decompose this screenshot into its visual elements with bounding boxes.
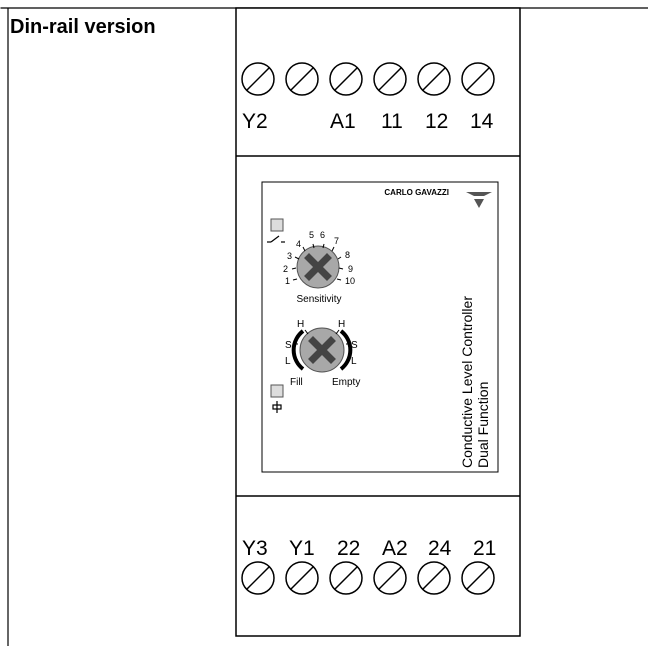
empty-label: Empty bbox=[332, 377, 360, 388]
screw-terminal-icon bbox=[461, 561, 495, 595]
function-knob[interactable] bbox=[291, 327, 353, 373]
right-label-h: H bbox=[338, 319, 345, 330]
supply-led bbox=[270, 384, 284, 398]
screw-terminal-icon bbox=[285, 561, 319, 595]
terminal-label-a1: A1 bbox=[330, 110, 356, 133]
carlo-gavazzi-logo-icon bbox=[466, 192, 492, 208]
screw-terminal-icon bbox=[285, 62, 319, 96]
screw-terminal-icon bbox=[373, 561, 407, 595]
terminal-label-21: 21 bbox=[473, 537, 496, 560]
scale-3: 3 bbox=[287, 251, 292, 261]
relay-contact-icon bbox=[267, 235, 285, 243]
left-label-h: H bbox=[297, 319, 304, 330]
terminal-label-14: 14 bbox=[470, 110, 494, 133]
scale-10: 10 bbox=[345, 276, 355, 286]
sensitivity-label: Sensitivity bbox=[296, 294, 341, 305]
screw-terminal-icon bbox=[329, 62, 363, 96]
top-terminal-labels: Y2 A1 11 12 14 bbox=[242, 110, 494, 133]
terminal-label-y3: Y3 bbox=[242, 537, 268, 560]
function-knob-labels: H S L H S L Fill Empty bbox=[285, 319, 360, 388]
bottom-terminal-labels: Y3 Y1 22 A2 24 21 bbox=[242, 537, 496, 560]
product-name-line1: Conductive Level Controller bbox=[459, 296, 475, 468]
screw-terminal-icon bbox=[241, 62, 275, 96]
left-label-s: S bbox=[285, 340, 292, 351]
brand-label: CARLO GAVAZZI bbox=[384, 188, 449, 197]
screw-terminal-icon bbox=[417, 561, 451, 595]
scale-4: 4 bbox=[296, 239, 301, 249]
scale-2: 2 bbox=[283, 264, 288, 274]
screw-terminal-icon bbox=[241, 561, 275, 595]
relay-led bbox=[270, 218, 284, 232]
terminal-label-22: 22 bbox=[337, 537, 360, 560]
left-label-l: L bbox=[285, 356, 291, 367]
sensitivity-knob[interactable] bbox=[296, 245, 340, 289]
scale-7: 7 bbox=[334, 236, 339, 246]
knob-icon bbox=[308, 336, 336, 364]
product-name-line2: Dual Function bbox=[475, 382, 491, 468]
scale-9: 9 bbox=[348, 264, 353, 274]
sensitivity-ticks bbox=[291, 243, 344, 281]
terminal-label-y1: Y1 bbox=[289, 537, 315, 560]
screw-terminal-icon bbox=[373, 62, 407, 96]
scale-5: 5 bbox=[309, 230, 314, 240]
supply-icon bbox=[272, 401, 282, 413]
top-screw-terminals bbox=[241, 62, 495, 96]
terminal-label-12: 12 bbox=[425, 110, 448, 133]
terminal-label-24: 24 bbox=[428, 537, 452, 560]
front-panel bbox=[261, 181, 499, 473]
right-label-l: L bbox=[351, 356, 357, 367]
fill-label: Fill bbox=[290, 377, 303, 388]
scale-6: 6 bbox=[320, 230, 325, 240]
screw-terminal-icon bbox=[417, 62, 451, 96]
section-title: Din-rail version bbox=[10, 16, 156, 38]
right-label-s: S bbox=[351, 340, 358, 351]
knob-icon bbox=[304, 253, 332, 281]
screw-terminal-icon bbox=[461, 62, 495, 96]
function-knob-ticks bbox=[294, 329, 350, 361]
terminal-label-a2: A2 bbox=[382, 537, 408, 560]
terminal-label-y2: Y2 bbox=[242, 110, 268, 133]
scale-8: 8 bbox=[345, 250, 350, 260]
screw-terminal-icon bbox=[329, 561, 363, 595]
sensitivity-scale: 1 2 3 4 5 6 7 8 9 10 bbox=[283, 230, 355, 286]
bottom-screw-terminals bbox=[241, 561, 495, 595]
scale-1: 1 bbox=[285, 276, 290, 286]
terminal-label-11: 11 bbox=[381, 110, 403, 133]
